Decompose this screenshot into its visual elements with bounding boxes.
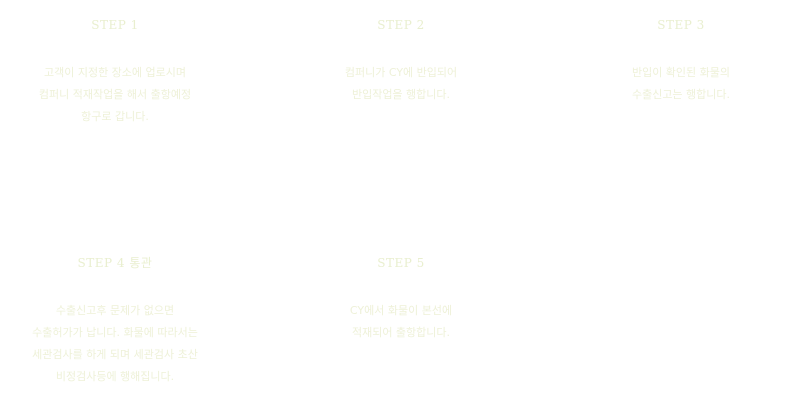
step-4-description: 수출신고후 문제가 없으면 수출허가가 납니다. 화물에 따라서는 세관검사를 … [0, 300, 230, 388]
step-2-line: 반입작업을 행합니다. [351, 88, 451, 101]
step-5-title: STEP 5 [377, 256, 425, 270]
step-3: STEP 3 반입이 확인된 화물의 수출신고는 행합니다. [566, 16, 796, 106]
step-1-title: STEP 1 [91, 18, 139, 32]
step-4-line: 세관검사를 하게 되며 세관검사 초산 [32, 348, 198, 361]
step-3-line: 반입이 확인된 화물의 [631, 66, 731, 79]
step-2: STEP 2 컴퍼니가 CY에 반입되어 반입작업을 행합니다. [286, 16, 516, 106]
step-4-line: 수출신고후 문제가 없으면 [55, 304, 175, 317]
step-1-line: 컴퍼니 적재작업을 해서 출항예정 [38, 88, 192, 101]
step-2-description: 컴퍼니가 CY에 반입되어 반입작업을 행합니다. [286, 62, 516, 106]
step-5: STEP 5 CY에서 화물이 본선에 적재되어 출항합니다. [286, 254, 516, 344]
step-2-line: 컴퍼니가 CY에 반입되어 [344, 66, 458, 79]
step-4-title: STEP 4 통관 [77, 256, 153, 270]
step-4-line: 비정검사등에 행해집니다. [55, 370, 175, 383]
step-3-description: 반입이 확인된 화물의 수출신고는 행합니다. [566, 62, 796, 106]
step-1-description: 고객이 지정한 장소에 업로시며 컴퍼니 적재작업을 해서 출항예정 항구로 갑… [0, 62, 230, 128]
step-4: STEP 4 통관 수출신고후 문제가 없으면 수출허가가 납니다. 화물에 따… [0, 254, 230, 388]
step-4-line: 수출허가가 납니다. 화물에 따라서는 [32, 326, 198, 339]
step-5-description: CY에서 화물이 본선에 적재되어 출항합니다. [286, 300, 516, 344]
step-1-line: 고객이 지정한 장소에 업로시며 [43, 66, 187, 79]
step-5-line: CY에서 화물이 본선에 [349, 304, 453, 317]
step-1: STEP 1 고객이 지정한 장소에 업로시며 컴퍼니 적재작업을 해서 출항예… [0, 16, 230, 128]
step-2-title: STEP 2 [377, 18, 425, 32]
step-1-line: 항구로 갑니다. [81, 110, 149, 123]
step-5-line: 적재되어 출항합니다. [351, 326, 451, 339]
step-3-line: 수출신고는 행합니다. [631, 88, 731, 101]
step-3-title: STEP 3 [657, 18, 705, 32]
